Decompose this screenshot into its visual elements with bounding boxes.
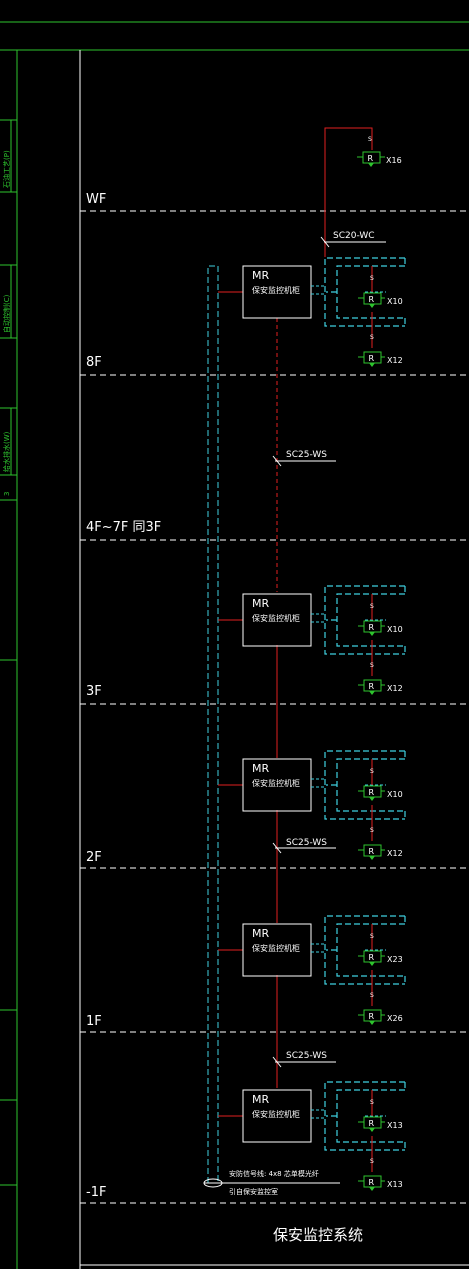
s-mark: S — [370, 1099, 374, 1106]
cabinet-label: 保安监控机柜 — [252, 285, 300, 295]
riser-cable-label-middle: SC25-WS — [286, 838, 327, 848]
floor-label-b1: -1F — [86, 1185, 106, 1200]
s-mark: S — [370, 1158, 374, 1165]
camera-symbol: R — [369, 1012, 375, 1021]
s-mark: S — [370, 603, 374, 610]
cabinet-box[interactable] — [242, 1089, 312, 1143]
rooftop-camera-symbol: R — [368, 154, 374, 163]
cabinet-code: MR — [252, 1093, 269, 1106]
cabinet-box[interactable] — [242, 923, 312, 977]
cable-label-top: SC20-WC — [333, 231, 375, 241]
camera-symbol: R — [369, 682, 375, 691]
camera-tag: X12 — [387, 684, 403, 693]
side-tab-piping[interactable]: 石油工艺(P) — [2, 150, 11, 188]
cabinet-box[interactable] — [242, 265, 312, 319]
fiber-riser — [203, 265, 340, 1188]
cabinet-code: MR — [252, 927, 269, 940]
camera-tag: X23 — [387, 955, 403, 964]
riser-cable-labels: SC25-WS SC25-WS SC25-WS — [272, 450, 336, 1068]
camera-symbol: R — [369, 788, 375, 797]
camera-symbol: R — [369, 953, 375, 962]
floor-label-2f: 2F — [86, 850, 102, 865]
floor-label-8f: 8F — [86, 355, 102, 370]
cabinet-label: 保安监控机柜 — [252, 943, 300, 953]
cabinet-code: MR — [252, 269, 269, 282]
s-mark: S — [370, 334, 374, 341]
cabinet-box[interactable] — [242, 593, 312, 647]
side-tab-water[interactable]: 给水排水(W) — [2, 431, 11, 472]
rooftop-camera-tag: X16 — [386, 156, 402, 165]
cabinet-code: MR — [252, 597, 269, 610]
side-tabs: 石油工艺(P) 自动控制(C) 给水排水(W) 3 — [2, 150, 11, 496]
riser-cable-label-lower: SC25-WS — [286, 1051, 327, 1061]
camera-icon: R — [358, 950, 385, 966]
camera-tag: X12 — [387, 356, 403, 365]
floor-label-1f: 1F — [86, 1014, 102, 1029]
fiber-source-note: 安防信号线: 4x8 芯单模光纤 引自保安监控室 — [229, 1169, 319, 1196]
fiber-note-line1: 安防信号线: 4x8 芯单模光纤 — [229, 1169, 319, 1178]
fiber-note-line2: 引自保安监控室 — [229, 1187, 278, 1196]
camera-symbol: R — [369, 623, 375, 632]
camera-tag: X10 — [387, 790, 403, 799]
drawing-frame — [0, 21, 469, 1269]
cabinet-label: 保安监控机柜 — [252, 613, 300, 623]
camera-symbol: R — [369, 847, 375, 856]
side-tab-control[interactable]: 自动控制(C) — [2, 294, 11, 333]
camera-symbol: R — [369, 295, 375, 304]
camera-icon: R — [358, 351, 385, 367]
rooftop-camera-branch: SC20-WC S R X16 — [320, 127, 402, 257]
floor-labels: WF 8F 4F~7F 同3F 3F 2F 1F -1F — [86, 192, 161, 1200]
riser-cable-label-upper: SC25-WS — [286, 450, 327, 460]
s-mark: S — [370, 933, 374, 940]
camera-tag: X10 — [387, 297, 403, 306]
camera-tag: X10 — [387, 625, 403, 634]
s-mark: S — [370, 662, 374, 669]
cabinet-label: 保安监控机柜 — [252, 778, 300, 788]
floor-label-3f: 3F — [86, 684, 102, 699]
cabinet-code: MR — [252, 762, 269, 775]
s-mark: S — [370, 827, 374, 834]
camera-tag: X13 — [387, 1121, 403, 1130]
camera-icon: R — [358, 292, 385, 308]
camera-symbol: R — [369, 1178, 375, 1187]
camera-tag: X26 — [387, 1014, 403, 1023]
cabinet-label: 保安监控机柜 — [252, 1109, 300, 1119]
floor-label-4f-7f: 4F~7F 同3F — [86, 520, 161, 535]
rooftop-s-mark: S — [368, 136, 372, 143]
camera-icon: R — [358, 1009, 385, 1025]
s-mark: S — [370, 992, 374, 999]
camera-symbol: R — [369, 354, 375, 363]
drawing-title: 保安监控系统 — [273, 1226, 363, 1244]
s-mark: S — [370, 275, 374, 282]
camera-icon: R — [358, 844, 385, 860]
camera-symbol: R — [369, 1119, 375, 1128]
camera-icon: R — [358, 1116, 385, 1132]
floor-label-wf: WF — [86, 192, 106, 207]
rooftop-camera-icon: R — [357, 151, 385, 167]
camera-tag: X12 — [387, 849, 403, 858]
camera-icon: R — [358, 620, 385, 636]
camera-icon: R — [358, 1175, 385, 1191]
s-mark: S — [370, 768, 374, 775]
side-tab-extra[interactable]: 3 — [3, 492, 11, 496]
cabinet-box[interactable] — [242, 758, 312, 812]
camera-tag: X13 — [387, 1180, 403, 1189]
camera-icon: R — [358, 679, 385, 695]
floor-divider-lines — [80, 210, 469, 1204]
camera-icon: R — [358, 785, 385, 801]
